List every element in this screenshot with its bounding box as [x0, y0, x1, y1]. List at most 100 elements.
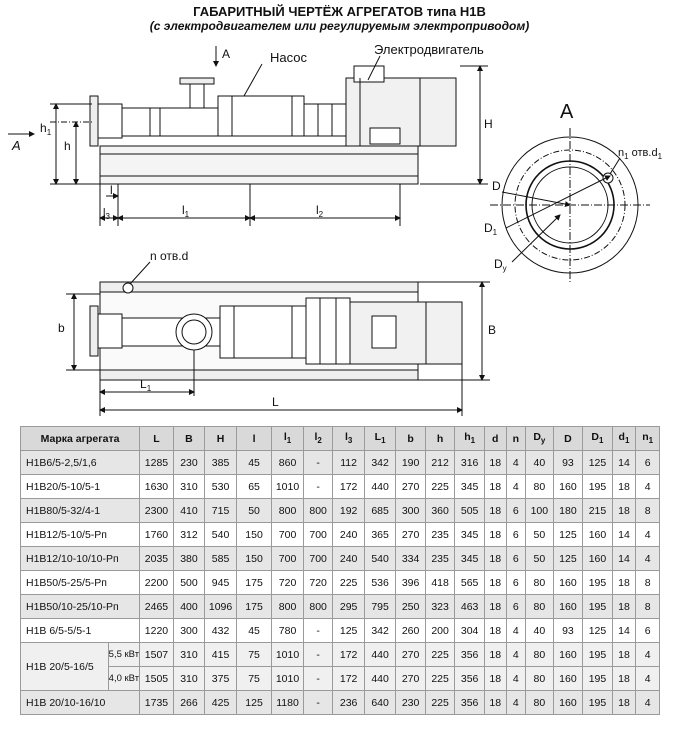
dim-D: D [492, 179, 501, 193]
dim-L1: L1 [140, 377, 152, 393]
value-cell: 50 [235, 498, 273, 523]
view-a-label: А [560, 101, 574, 123]
power-cell: 5,5 кВт [107, 642, 141, 667]
page-subtitle: (с электродвигателем или регулируемым эл… [149, 19, 530, 33]
coupling-side [303, 103, 347, 137]
value-cell: 800 [302, 594, 334, 619]
value-cell: 14 [611, 450, 637, 475]
value-cell: 440 [363, 642, 397, 667]
value-cell: 440 [363, 474, 397, 499]
value-cell: 640 [363, 690, 397, 715]
value-cell: - [302, 474, 334, 499]
value-cell: 18 [611, 498, 637, 523]
value-cell: 240 [332, 522, 365, 547]
value-cell: 345 [454, 474, 485, 499]
power-cell: 4,0 кВт [107, 666, 141, 691]
value-cell: 4 [505, 690, 527, 715]
value-cell: 260 [395, 618, 426, 643]
value-cell: 505 [454, 498, 485, 523]
label-motor: Электродвигатель [374, 42, 484, 57]
column-header: Марка агрегата [19, 426, 141, 451]
value-cell: 150 [235, 522, 273, 547]
value-cell: 1735 [139, 690, 174, 715]
value-cell: 323 [424, 594, 456, 619]
dimensional-drawing: Насос Электродвигатель А А А H h1 h l l3… [8, 42, 663, 416]
motor-plan [349, 301, 463, 365]
value-cell: 240 [332, 546, 365, 571]
value-cell: 410 [172, 498, 206, 523]
dim-l: l [110, 183, 113, 197]
value-cell: 40 [525, 618, 554, 643]
value-cell: 50 [525, 522, 554, 547]
value-cell: 316 [454, 450, 485, 475]
value-cell: 175 [235, 594, 273, 619]
arrow-a-top: А [222, 47, 230, 61]
model-cell: Н1В20/5-10/5-1 [19, 474, 141, 499]
value-cell: 235 [424, 546, 456, 571]
value-cell: 180 [552, 498, 584, 523]
value-cell: 195 [582, 642, 613, 667]
value-cell: 1010 [271, 642, 304, 667]
dim-b: b [58, 321, 65, 335]
value-cell: 345 [454, 546, 485, 571]
value-cell: 18 [611, 474, 637, 499]
base-frame-side [99, 145, 419, 185]
value-cell: 356 [454, 666, 485, 691]
value-cell: 270 [395, 642, 426, 667]
value-cell: 80 [525, 570, 554, 595]
value-cell: - [302, 450, 334, 475]
value-cell: 700 [271, 522, 304, 547]
value-cell: 8 [635, 570, 660, 595]
dim-l2: l2 [316, 203, 324, 219]
value-cell: 160 [552, 666, 584, 691]
value-cell: 356 [454, 642, 485, 667]
value-cell: 80 [525, 690, 554, 715]
page-title: ГАБАРИТНЫЙ ЧЕРТЁЖ АГРЕГАТОВ типа Н1В [193, 4, 486, 19]
value-cell: 160 [552, 570, 584, 595]
value-cell: 18 [483, 546, 507, 571]
value-cell: 18 [483, 498, 507, 523]
value-cell: 540 [204, 522, 237, 547]
value-cell: 304 [454, 618, 485, 643]
value-cell: 18 [483, 642, 507, 667]
value-cell: 160 [582, 522, 613, 547]
value-cell: 4 [505, 666, 527, 691]
value-cell: 700 [302, 522, 334, 547]
column-header: L1 [363, 426, 397, 451]
value-cell: 4 [635, 522, 660, 547]
value-cell: 18 [483, 570, 507, 595]
value-cell: 160 [582, 546, 613, 571]
value-cell: 463 [454, 594, 485, 619]
column-header: n1 [635, 426, 660, 451]
value-cell: 93 [552, 618, 584, 643]
value-cell: 172 [332, 474, 365, 499]
dim-H: H [484, 117, 493, 131]
value-cell: 125 [552, 546, 584, 571]
value-cell: 2465 [139, 594, 174, 619]
value-cell: 375 [204, 666, 237, 691]
value-cell: 295 [332, 594, 365, 619]
value-cell: 195 [582, 594, 613, 619]
value-cell: 385 [204, 450, 237, 475]
value-cell: 150 [235, 546, 273, 571]
value-cell: - [302, 666, 334, 691]
value-cell: 8 [635, 594, 660, 619]
value-cell: 45 [235, 450, 273, 475]
value-cell: 356 [454, 690, 485, 715]
value-cell: 215 [582, 498, 613, 523]
value-cell: 380 [172, 546, 206, 571]
value-cell: 1010 [271, 474, 304, 499]
value-cell: 230 [172, 450, 206, 475]
value-cell: 65 [235, 474, 273, 499]
value-cell: 4 [505, 474, 527, 499]
value-cell: 1010 [271, 666, 304, 691]
value-cell: 6 [505, 522, 527, 547]
value-cell: 2200 [139, 570, 174, 595]
value-cell: 225 [424, 690, 456, 715]
column-header: d1 [611, 426, 637, 451]
stator-side [217, 95, 305, 137]
